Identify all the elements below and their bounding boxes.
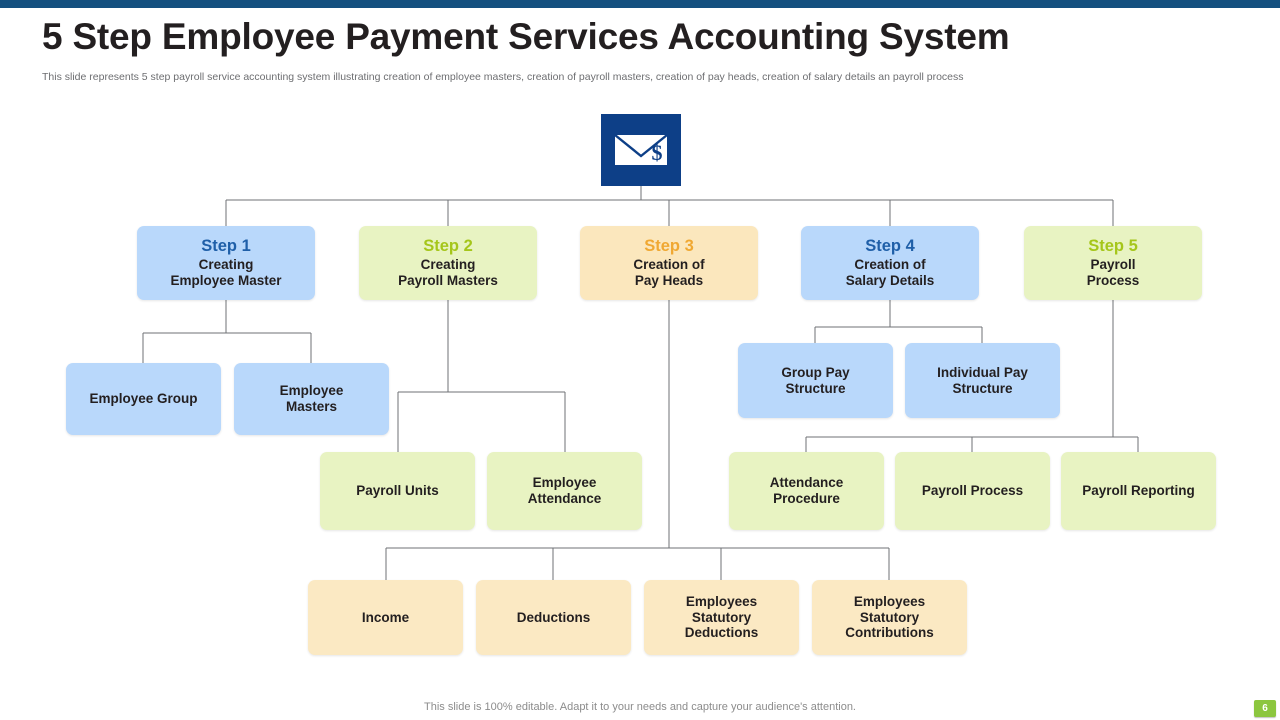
- step-2-name: Creating Payroll Masters: [398, 257, 498, 289]
- node-label: Income: [361, 609, 410, 625]
- step-box-5[interactable]: Step 5 Payroll Process: [1024, 226, 1202, 300]
- step-4-name: Creation of Salary Details: [845, 257, 935, 289]
- step-box-1[interactable]: Step 1 Creating Employee Master: [137, 226, 315, 300]
- node-label: Group Pay Structure: [781, 364, 850, 396]
- node-label: Individual Pay Structure: [937, 364, 1028, 396]
- step-box-4[interactable]: Step 4 Creation of Salary Details: [801, 226, 979, 300]
- step-4-number: Step 4: [865, 236, 915, 255]
- node-employees-statutory-deductions[interactable]: Employees Statutory Deductions: [644, 580, 799, 655]
- step-1-name: Creating Employee Master: [170, 257, 282, 289]
- svg-text:$: $: [652, 140, 663, 165]
- step-2-number: Step 2: [423, 236, 473, 255]
- step-3-number: Step 3: [644, 236, 694, 255]
- node-label: Employee Masters: [279, 383, 344, 414]
- node-income[interactable]: Income: [308, 580, 463, 655]
- node-label: Employee Attendance: [527, 475, 602, 506]
- node-label: Employees Statutory Contributions: [845, 593, 934, 641]
- node-label: Employee Group: [89, 391, 198, 407]
- page-title: 5 Step Employee Payment Services Account…: [42, 16, 1010, 57]
- node-employee-group[interactable]: Employee Group: [66, 363, 221, 435]
- footer-note: This slide is 100% editable. Adapt it to…: [424, 701, 856, 713]
- page-subtitle: This slide represents 5 step payroll ser…: [42, 71, 964, 83]
- envelope-dollar-icon: $: [601, 114, 681, 186]
- node-payroll-reporting[interactable]: Payroll Reporting: [1061, 452, 1216, 530]
- node-employees-statutory-contributions[interactable]: Employees Statutory Contributions: [812, 580, 967, 655]
- node-payroll-process[interactable]: Payroll Process: [895, 452, 1050, 530]
- step-3-name: Creation of Pay Heads: [633, 257, 705, 289]
- node-payroll-units[interactable]: Payroll Units: [320, 452, 475, 530]
- node-label: Payroll Units: [356, 483, 439, 499]
- step-5-name: Payroll Process: [1086, 257, 1140, 289]
- node-label: Payroll Process: [921, 483, 1024, 499]
- node-employee-attendance[interactable]: Employee Attendance: [487, 452, 642, 530]
- node-deductions[interactable]: Deductions: [476, 580, 631, 655]
- step-box-2[interactable]: Step 2 Creating Payroll Masters: [359, 226, 537, 300]
- node-label: Attendance Procedure: [769, 475, 844, 506]
- node-label: Deductions: [516, 609, 591, 625]
- page-number-badge: 6: [1254, 700, 1276, 717]
- node-employee-masters[interactable]: Employee Masters: [234, 363, 389, 435]
- node-individual-pay-structure[interactable]: Individual Pay Structure: [905, 343, 1060, 418]
- node-attendance-procedure[interactable]: Attendance Procedure: [729, 452, 884, 530]
- node-label: Payroll Reporting: [1082, 483, 1195, 499]
- step-box-3[interactable]: Step 3 Creation of Pay Heads: [580, 226, 758, 300]
- top-accent-bar: [0, 0, 1280, 8]
- node-label: Employees Statutory Deductions: [684, 593, 759, 641]
- node-group-pay-structure[interactable]: Group Pay Structure: [738, 343, 893, 418]
- step-1-number: Step 1: [201, 236, 251, 255]
- step-5-number: Step 5: [1088, 236, 1138, 255]
